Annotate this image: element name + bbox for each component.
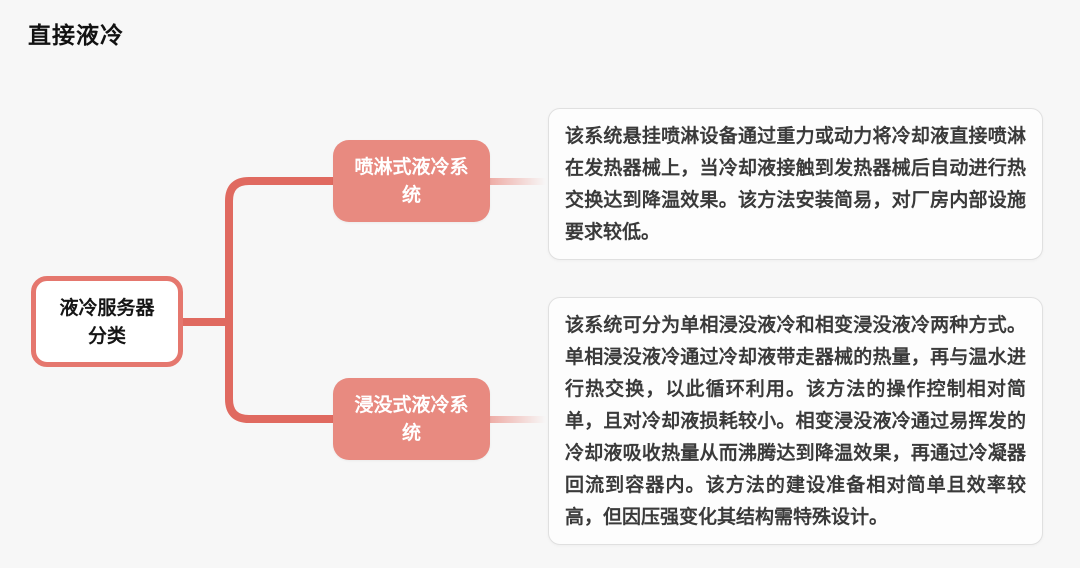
description-node-spray-cooling[interactable]: 该系统悬挂喷淋设备通过重力或动力将冷却液直接喷淋在发热器械上，当冷却液接触到发热… bbox=[548, 108, 1043, 260]
branch-node-spray-cooling[interactable]: 喷淋式液冷系统 bbox=[333, 140, 490, 222]
branch-node-label: 喷淋式液冷系统 bbox=[354, 156, 469, 206]
branch-node-immersion-cooling[interactable]: 浸没式液冷系统 bbox=[333, 378, 490, 460]
description-node-immersion-cooling[interactable]: 该系统可分为单相浸没液冷和相变浸没液冷两种方式。单相浸没液冷通过冷却液带走器械的… bbox=[548, 297, 1043, 545]
branch-to-description-connector bbox=[488, 178, 546, 185]
branch-to-description-connector bbox=[488, 416, 546, 423]
branch-node-label: 浸没式液冷系统 bbox=[354, 394, 469, 444]
root-node-liquid-cooling-server-classification[interactable]: 液冷服务器分类 bbox=[31, 276, 183, 367]
page-title: 直接液冷 bbox=[28, 23, 124, 49]
root-node-label: 液冷服务器分类 bbox=[59, 296, 155, 347]
